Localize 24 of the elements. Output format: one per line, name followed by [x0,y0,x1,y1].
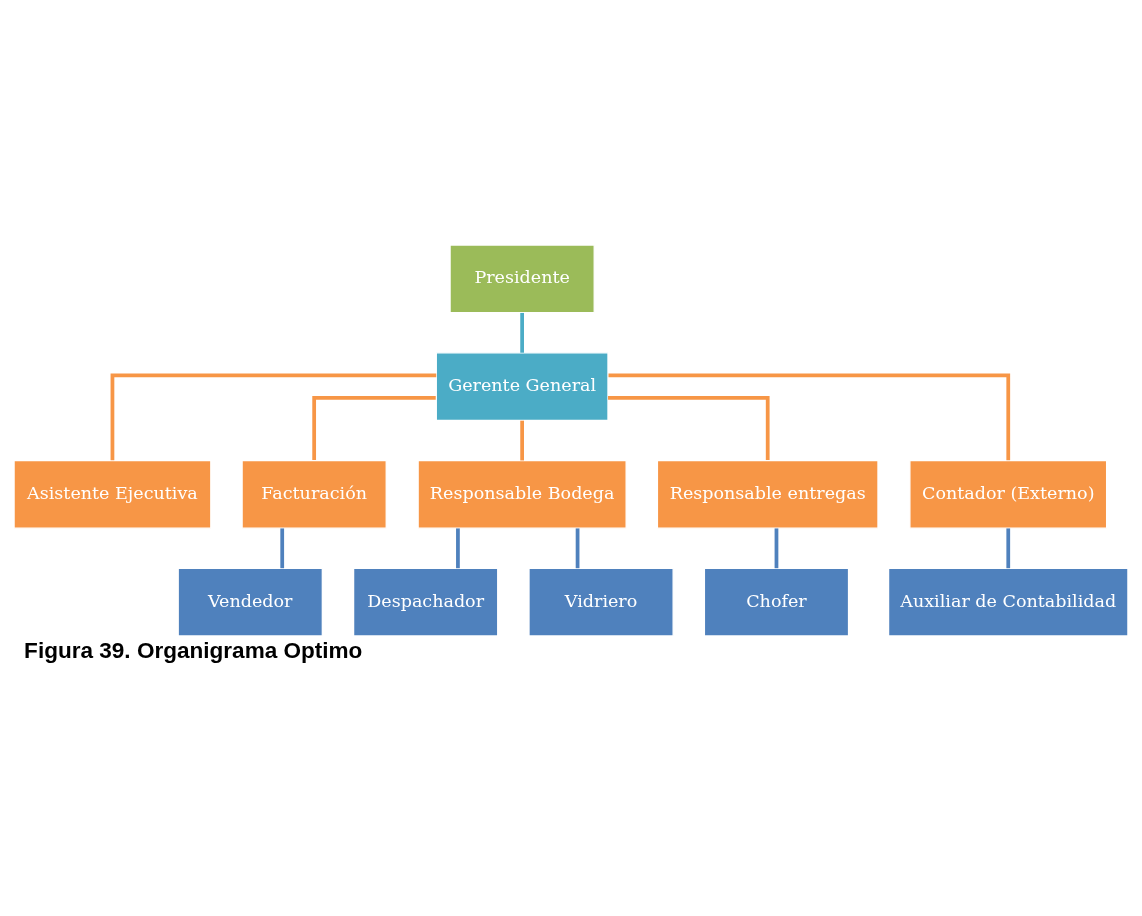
connector [575,528,580,569]
connector [608,396,770,461]
connector [520,312,524,353]
node-box: Despachador [353,567,499,637]
node-box: Facturación [241,459,387,529]
connector [456,528,460,569]
node-box: Presidente [449,244,595,314]
connector [520,420,524,461]
node-box: Chofer [703,567,850,637]
node-box: Responsable entregas [656,459,879,529]
node-box: Vidriero [528,567,674,637]
connector [110,373,437,461]
connector [608,373,1011,461]
node-box: Gerente General [435,352,609,422]
node-box: Responsable Bodega [417,459,627,529]
node-box: Vendedor [177,567,323,637]
node-box: Auxiliar de Contabilidad [887,567,1129,637]
node-box: Contador (Externo) [909,459,1108,529]
connector [312,396,436,461]
connector [1006,528,1011,569]
caption: Figura 39. Organigrama Optimo [24,637,363,663]
connector [774,528,779,569]
connector [280,528,285,569]
node-box: Asistente Ejecutiva [13,459,212,529]
